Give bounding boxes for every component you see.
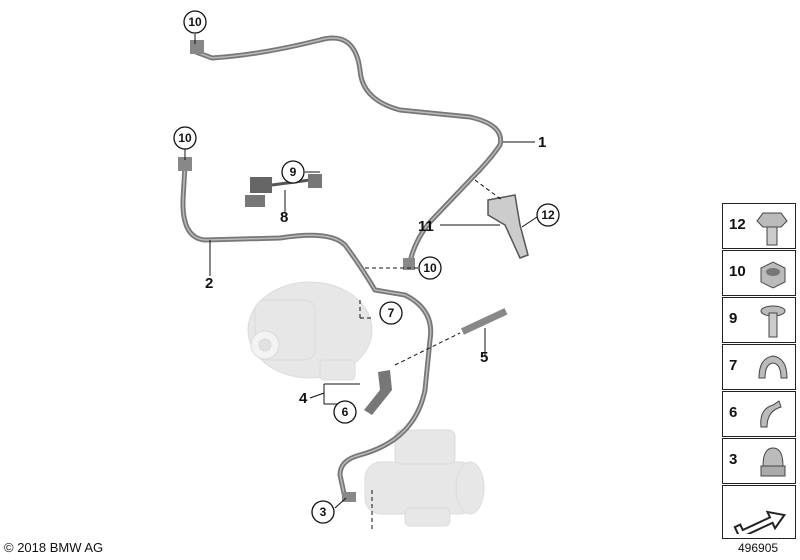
hex-bolt-icon <box>756 212 788 246</box>
sidebar-item-3[interactable]: 3 <box>722 438 796 484</box>
callout-10-mid: 10 <box>418 256 442 280</box>
callout-3: 3 <box>311 500 335 524</box>
document-number: 496905 <box>738 541 779 555</box>
sidebar-item-label: 12 <box>729 216 746 233</box>
nav-arrow-button[interactable] <box>722 485 796 539</box>
sidebar-item-label: 9 <box>729 310 738 327</box>
sidebar-item-label: 6 <box>729 404 738 421</box>
sidebar-item-label: 3 <box>729 451 738 468</box>
svg-text:12: 12 <box>541 208 555 222</box>
bolt-5[interactable] <box>460 308 508 335</box>
sensor-part-8[interactable] <box>245 174 322 207</box>
bracket-4[interactable] <box>364 370 392 415</box>
svg-text:6: 6 <box>342 405 349 419</box>
cable-clip-icon <box>758 355 788 379</box>
cable-clip-open-icon <box>760 400 782 428</box>
svg-text:10: 10 <box>423 261 437 275</box>
sidebar-item-label: 7 <box>729 357 738 374</box>
callout-5: 5 <box>480 349 488 366</box>
callout-9: 9 <box>281 160 305 184</box>
bracket-11[interactable] <box>487 194 529 259</box>
callout-10-top: 10 <box>183 10 207 34</box>
svg-text:3: 3 <box>320 505 327 519</box>
sidebar-item-12[interactable]: 12 <box>722 203 796 249</box>
callout-2: 2 <box>205 275 213 292</box>
cable-2-terminal-bottom <box>342 492 356 502</box>
leader-lines <box>184 34 538 509</box>
callout-10-left: 10 <box>173 126 197 150</box>
svg-text:7: 7 <box>388 306 395 320</box>
alternator <box>247 281 373 381</box>
battery-cable-1[interactable] <box>193 35 504 265</box>
cable-2-terminal-top <box>178 157 192 171</box>
callout-12: 12 <box>536 203 560 227</box>
callout-6: 6 <box>333 400 357 424</box>
svg-text:9: 9 <box>290 165 297 179</box>
cable-1-terminal-top <box>190 40 204 54</box>
svg-text:10: 10 <box>178 131 192 145</box>
cable-1-terminal-bottom <box>403 258 415 270</box>
torx-screw-icon <box>760 305 786 338</box>
sidebar-item-9[interactable]: 9 <box>722 297 796 343</box>
cap-nut-icon <box>760 447 786 477</box>
dashed-leaders <box>359 179 503 530</box>
svg-text:10: 10 <box>188 15 202 29</box>
callout-7: 7 <box>379 301 403 325</box>
sidebar-item-7[interactable]: 7 <box>722 344 796 390</box>
sidebar-item-label: 10 <box>729 263 746 280</box>
starter-motor <box>364 429 485 527</box>
callout-4: 4 <box>299 390 308 407</box>
callout-8: 8 <box>280 209 288 226</box>
arrow-icon <box>733 510 787 534</box>
sidebar-item-10[interactable]: 10 <box>722 250 796 296</box>
callout-1: 1 <box>538 134 546 151</box>
hex-nut-icon <box>760 261 786 289</box>
sidebar-item-6[interactable]: 6 <box>722 391 796 437</box>
copyright-text: © 2018 BMW AG <box>4 540 104 555</box>
callout-11: 11 <box>418 218 434 235</box>
